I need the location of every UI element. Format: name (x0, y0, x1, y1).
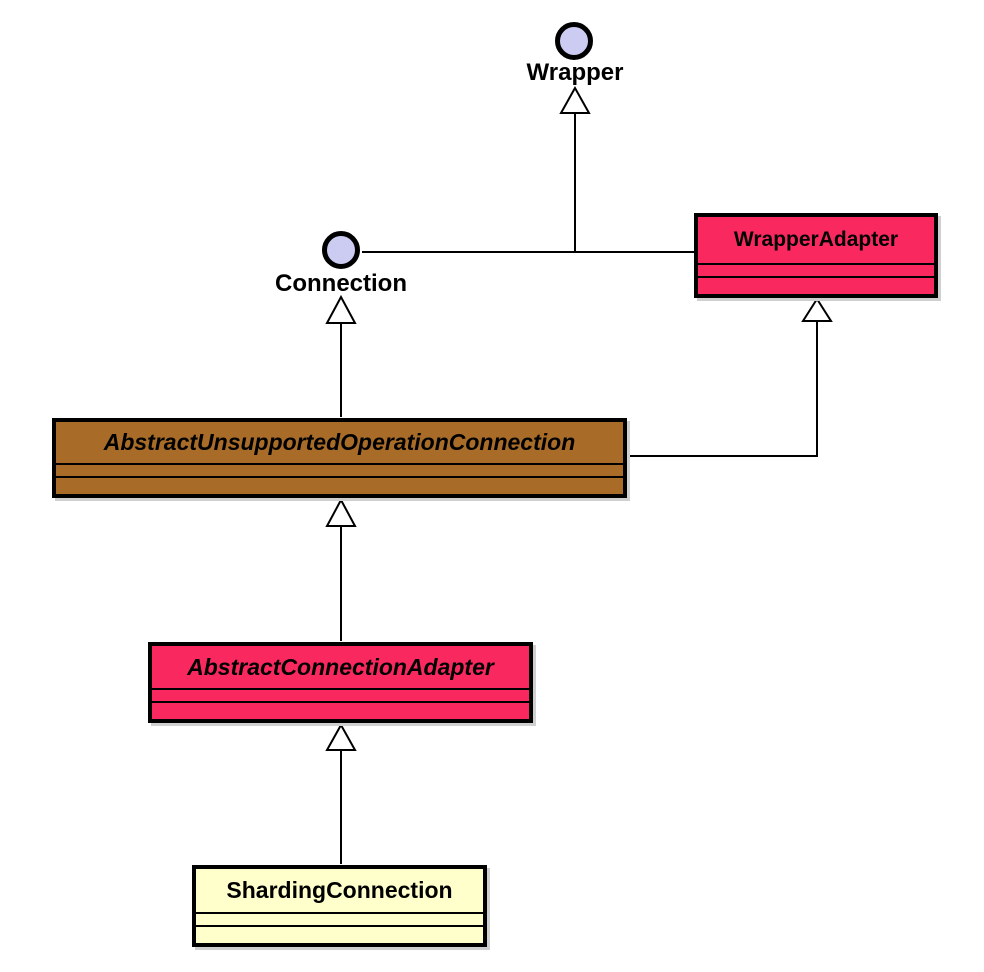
triangle-wrapper (559, 85, 591, 114)
attributes-compartment (152, 688, 529, 701)
interface-label-connection: Connection (275, 270, 407, 297)
attributes-compartment (196, 912, 483, 925)
class-sharding-connection[interactable]: ShardingConnection (192, 865, 487, 947)
operations-compartment (698, 276, 934, 294)
class-abstract-connection-adapter[interactable]: AbstractConnectionAdapter (148, 642, 533, 723)
class-title-sharding-connection: ShardingConnection (226, 877, 453, 903)
operations-compartment (152, 701, 529, 719)
operations-compartment (196, 925, 483, 943)
triangle-wrapperadapter (801, 297, 833, 322)
class-title-abstract-unsupported-operation-connection: AbstractUnsupportedOperationConnection (103, 429, 576, 455)
interface-circle-wrapper[interactable] (555, 22, 593, 60)
triangle-aca (325, 722, 357, 751)
interface-label-wrapper: Wrapper (526, 59, 624, 86)
attributes-compartment (698, 263, 934, 276)
class-wrapper-adapter[interactable]: WrapperAdapter (694, 213, 938, 298)
class-title-wrapper-adapter: WrapperAdapter (733, 228, 899, 251)
edge-auoc-to-wrapperadapter (627, 321, 818, 457)
triangle-connection (325, 294, 357, 324)
class-abstract-unsupported-operation-connection[interactable]: AbstractUnsupportedOperationConnection (52, 418, 627, 498)
triangle-auoc (325, 497, 357, 527)
class-title-abstract-connection-adapter: AbstractConnectionAdapter (187, 653, 494, 680)
interface-circle-connection[interactable] (322, 231, 360, 269)
attributes-compartment (56, 463, 623, 476)
operations-compartment (56, 476, 623, 494)
